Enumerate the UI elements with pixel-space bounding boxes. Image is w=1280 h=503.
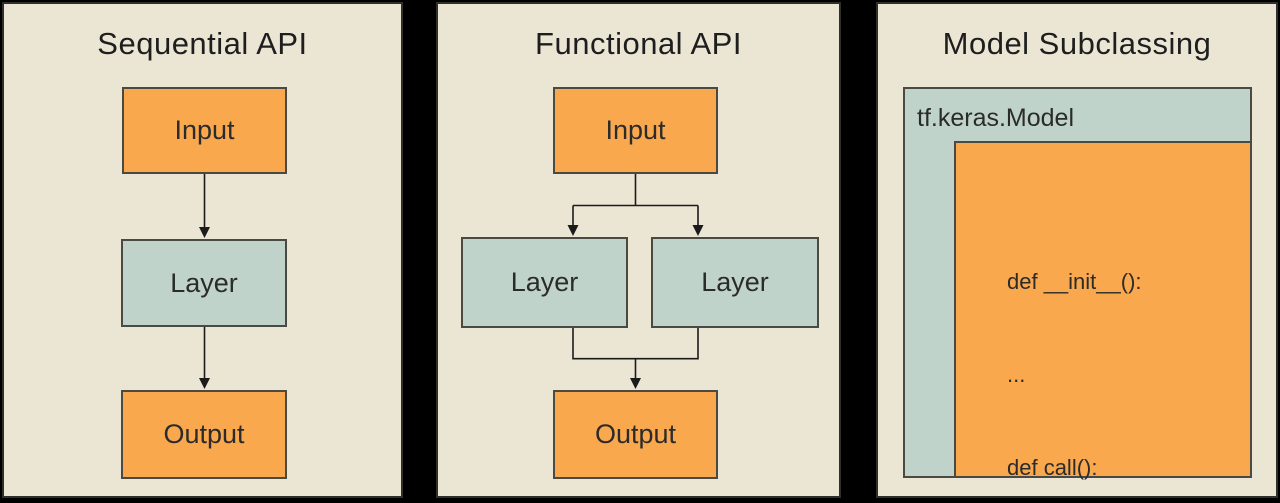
arrowhead-down-icon <box>692 225 704 236</box>
node-output: Output <box>121 390 287 479</box>
panel-functional-api: Functional API Input Layer Layer Output <box>436 2 841 498</box>
node-layer-left: Layer <box>461 237 628 328</box>
node-input-label: Input <box>174 115 235 145</box>
arrowhead-down-icon <box>199 378 210 389</box>
panel-title-functional: Functional API <box>535 26 742 61</box>
node-input: Input <box>553 87 718 174</box>
node-output: Output <box>553 390 718 479</box>
code-line-ellipsis-1: ... <box>1007 362 1026 387</box>
node-layer-left-label: Layer <box>510 267 579 297</box>
panel-sequential-api: Sequential API Input Layer Output <box>2 2 403 498</box>
arrowhead-down-icon <box>630 378 641 389</box>
node-layer-right-label: Layer <box>701 267 769 297</box>
node-output-label: Output <box>594 419 677 449</box>
subclass-code-box <box>954 141 1252 478</box>
node-layer-label: Layer <box>170 267 238 298</box>
node-layer: Layer <box>121 239 287 327</box>
code-line-init: def __init__(): <box>1007 269 1142 294</box>
node-input: Input <box>122 87 287 174</box>
node-input-label: Input <box>605 115 666 145</box>
subclass-code-block: def __init__(): ... def call(): ... <box>1007 204 1142 503</box>
panel-title-sequential: Sequential API <box>97 26 308 61</box>
panel-model-subclassing: Model Subclassing tf.keras.Model def __i… <box>876 2 1278 498</box>
tf-keras-model-label: tf.keras.Model <box>917 104 1075 132</box>
code-line-call: def call(): <box>1007 455 1098 480</box>
arrowhead-down-icon <box>199 227 210 238</box>
node-output-label: Output <box>163 419 245 449</box>
arrowhead-down-icon <box>567 225 579 236</box>
panel-title-subclassing: Model Subclassing <box>942 26 1212 61</box>
node-layer-right: Layer <box>651 237 819 328</box>
